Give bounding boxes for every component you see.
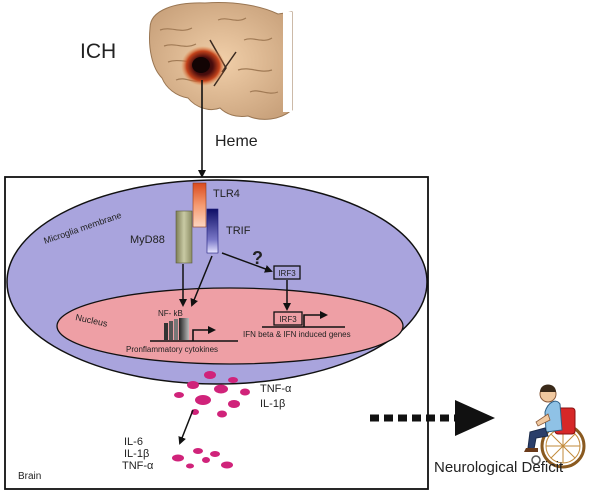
il6-label: IL-6 (124, 436, 143, 448)
tnf-alpha-label: TNF-α (122, 460, 154, 472)
extracellular-cytokine-dots (172, 448, 233, 469)
il1-beta-label-cell: IL-1β (260, 398, 285, 410)
outcome-arrowhead-icon (455, 400, 495, 436)
tlr4-label: TLR4 (213, 188, 240, 200)
trif-label: TRIF (226, 225, 251, 237)
proinflammatory-cytokines-label: Pronflammatory cytokines (126, 345, 218, 354)
secretion-arrow (178, 409, 194, 445)
wheelchair-person-icon (524, 384, 586, 469)
il1-beta-label: IL-1β (124, 448, 149, 460)
ifn-transcription-arrow-icon (303, 311, 328, 327)
myd88-label: MyD88 (130, 234, 165, 246)
ifn-genes-label: IFN beta & IFN induced genes (243, 330, 351, 339)
irf3-cytoplasm-box (273, 265, 301, 280)
trif-adaptor (206, 208, 219, 254)
irf3-cytoplasm-label: IRF3 (278, 269, 296, 278)
myd88-adaptor (175, 210, 193, 264)
secreted-cytokine-dots (174, 371, 250, 418)
nfkb-binding-site-icon (164, 318, 189, 340)
tnf-alpha-label-cell: TNF-α (260, 383, 292, 395)
question-mark: ? (252, 248, 263, 268)
brain-hemorrhage-illustration (149, 2, 293, 120)
trif-to-irf3-arrow (221, 252, 273, 273)
irf3-nucleus-label: IRF3 (279, 315, 297, 324)
neurological-deficit-label: Neurological Deficit (434, 459, 564, 476)
irf3-nucleus-box (273, 311, 303, 326)
nucleus (56, 287, 404, 365)
brain-label: Brain (18, 471, 41, 482)
nfkb-label: NF- kB (158, 309, 183, 318)
tlr4-receptor (192, 182, 207, 228)
ich-label: ICH (80, 40, 116, 63)
cytokine-transcription-arrow-icon (192, 326, 216, 341)
trif-to-nfkb-arrow (190, 255, 213, 307)
heme-label: Heme (215, 133, 258, 150)
